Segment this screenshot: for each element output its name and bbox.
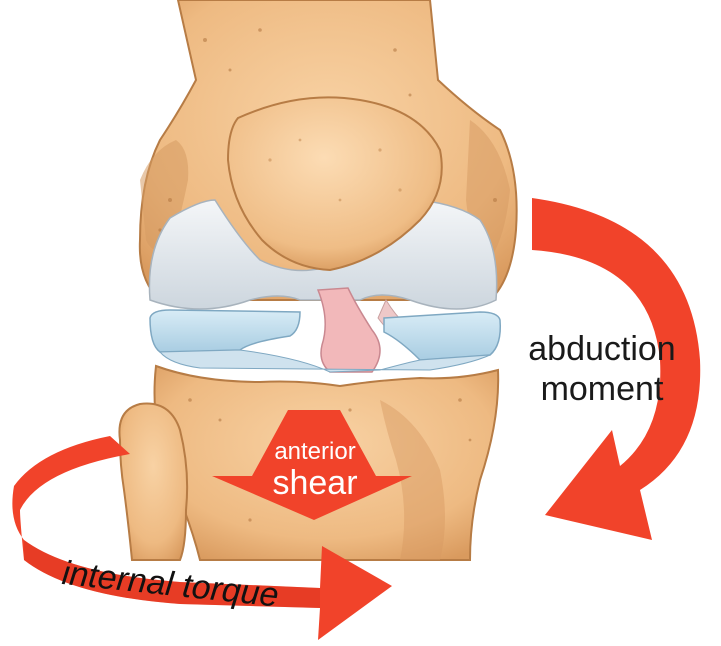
abduction-label-line1: abduction: [512, 332, 692, 366]
abduction-label-line2: moment: [512, 372, 692, 406]
anterior-shear-label: anterior shear: [240, 440, 390, 500]
anterior-label: anterior: [240, 440, 390, 464]
fibula: [119, 404, 187, 560]
abduction-moment-label: abduction moment: [512, 332, 692, 406]
shear-label: shear: [240, 466, 390, 500]
